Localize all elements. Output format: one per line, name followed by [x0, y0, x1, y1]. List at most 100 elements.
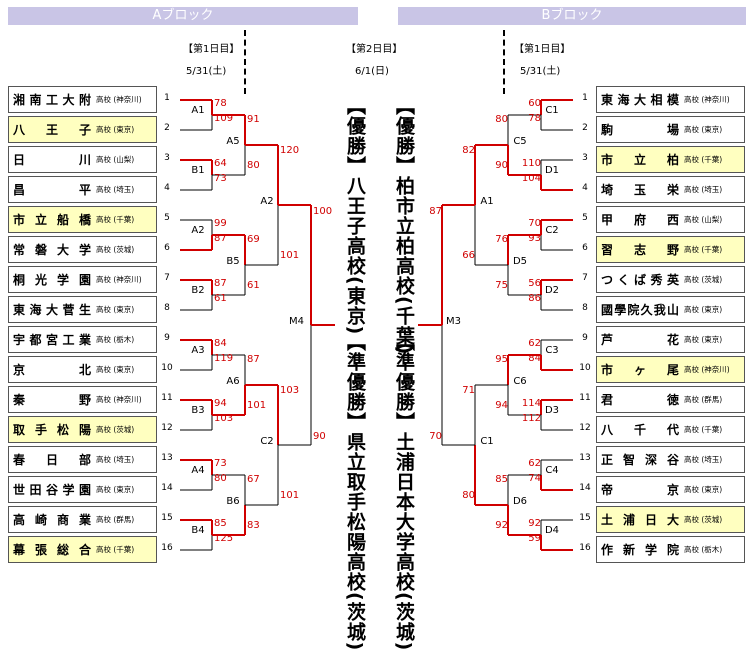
- school-prefecture: 高校 (茨城): [684, 515, 723, 524]
- school-name-char: 智: [622, 453, 635, 467]
- school-name: 作新学院: [601, 541, 679, 558]
- school-name-char: 日: [45, 453, 58, 467]
- school-name: 市ヶ尾: [601, 361, 679, 378]
- school-name-char: 合: [78, 543, 91, 557]
- school-name: 湘南工大附: [13, 91, 91, 108]
- school-row: 東海大菅生高校 (東京): [8, 296, 157, 323]
- school-name-char: 東: [13, 303, 26, 317]
- school-name: 桐光学園: [13, 271, 91, 288]
- seed-number: 10: [161, 363, 173, 373]
- school-prefecture: 高校 (栃木): [96, 335, 135, 344]
- school-row: 正智深谷高校 (埼玉): [596, 446, 745, 473]
- seed-number: 3: [582, 153, 588, 163]
- school-name-char: 大: [62, 93, 75, 107]
- school-prefecture: 高校 (茨城): [684, 275, 723, 284]
- seed-number: 7: [164, 273, 170, 283]
- school-name-char: 湘: [13, 93, 26, 107]
- score-l10: 119: [214, 353, 234, 364]
- seed-number: 3: [164, 153, 170, 163]
- school-row: 帝京高校 (東京): [596, 476, 745, 503]
- school-prefecture: 高校 (東京): [684, 125, 723, 134]
- node-a4: A4: [191, 465, 205, 476]
- school-prefecture: 高校 (東京): [96, 305, 135, 314]
- score-la6-bottom: 101: [247, 400, 267, 411]
- school-prefecture: 高校 (東京): [96, 125, 135, 134]
- day1-right-label: 【第1日目】: [514, 44, 571, 55]
- seed-number: 2: [164, 123, 170, 133]
- school-name-char: 相: [650, 93, 663, 107]
- score-la6-top: 87: [247, 354, 260, 365]
- school-row: 芦花高校 (東京): [596, 326, 745, 353]
- score-lc2-top: 103: [280, 385, 300, 396]
- school-name-char: 英: [666, 273, 679, 287]
- school-row: つくば秀英高校 (茨城): [596, 266, 745, 293]
- seed-number: 16: [161, 543, 173, 553]
- seed-number: 1: [582, 93, 588, 103]
- school-name-char: 栄: [666, 183, 679, 197]
- school-name-char: 深: [644, 453, 657, 467]
- seed-number: 12: [161, 423, 173, 433]
- node-a2-final: A2: [260, 196, 274, 207]
- school-name: 高崎商業: [13, 511, 91, 528]
- school-name: 京北: [13, 361, 91, 378]
- seed-number: 9: [582, 333, 588, 343]
- score-r14: 74: [528, 473, 541, 484]
- school-name: 君徳: [601, 391, 679, 408]
- school-name-char: 崎: [34, 513, 47, 527]
- school-name-char: 平: [78, 183, 91, 197]
- school-row: 幕張総合高校 (千葉): [8, 536, 157, 563]
- school-name-char: 王: [45, 123, 58, 137]
- score-r10: 84: [528, 353, 541, 364]
- a-block-header: Aブロック: [8, 7, 358, 25]
- school-name-char: 谷: [666, 453, 679, 467]
- school-row: 甲府西高校 (山梨): [596, 206, 745, 233]
- score-l9: 84: [214, 338, 227, 349]
- node-b1: B1: [191, 165, 205, 176]
- day2-label: 【第2日目】: [346, 44, 403, 55]
- school-name-char: 南: [29, 93, 42, 107]
- school-name-char: ば: [633, 273, 646, 287]
- node-b2: B2: [191, 285, 205, 296]
- score-r12: 112: [521, 413, 541, 424]
- school-name-char: 宮: [45, 333, 58, 347]
- school-name-char: 玉: [633, 183, 646, 197]
- school-prefecture: 高校 (神奈川): [96, 95, 142, 104]
- school-prefecture: 高校 (千葉): [96, 545, 135, 554]
- node-c4: C4: [545, 465, 559, 476]
- school-name-char: 菅: [62, 303, 75, 317]
- school-prefecture: 高校 (群馬): [96, 515, 135, 524]
- score-r7: 56: [528, 278, 541, 289]
- node-b5: B5: [226, 256, 240, 267]
- school-name-char: 大: [633, 93, 646, 107]
- school-name-char: 徳: [666, 393, 679, 407]
- school-name-char: 甲: [601, 213, 614, 227]
- school-name-char: 幕: [13, 543, 26, 557]
- school-name: 日川: [13, 151, 91, 168]
- school-name-char: 学: [78, 243, 91, 257]
- school-name-char: 手: [34, 423, 47, 437]
- school-row: 京北高校 (東京): [8, 356, 157, 383]
- seed-number: 14: [579, 483, 591, 493]
- school-name-char: 北: [78, 363, 91, 377]
- date1-left: 5/31(土): [186, 66, 227, 77]
- school-name-char: 秦: [13, 393, 26, 407]
- seed-number: 9: [164, 333, 170, 343]
- school-name-char: 世: [13, 483, 26, 497]
- school-name-char: 府: [633, 213, 646, 227]
- school-name-char: 取: [13, 423, 26, 437]
- school-row: 君徳高校 (群馬): [596, 386, 745, 413]
- seed-number: 15: [161, 513, 173, 523]
- school-name-char: 駒: [601, 123, 614, 137]
- school-name-char: 正: [601, 453, 614, 467]
- node-d2: D2: [544, 285, 560, 296]
- score-l7: 87: [214, 278, 227, 289]
- school-prefecture: 高校 (千葉): [684, 245, 723, 254]
- date2: 6/1(日): [355, 66, 389, 77]
- school-name-char: 立: [34, 213, 47, 227]
- school-name-char: 院: [666, 543, 679, 557]
- school-name-char: 浦: [622, 513, 635, 527]
- score-l5: 99: [214, 218, 227, 229]
- school-row: 高崎商業高校 (群馬): [8, 506, 157, 533]
- school-name-char: 業: [78, 513, 91, 527]
- seed-number: 15: [579, 513, 591, 523]
